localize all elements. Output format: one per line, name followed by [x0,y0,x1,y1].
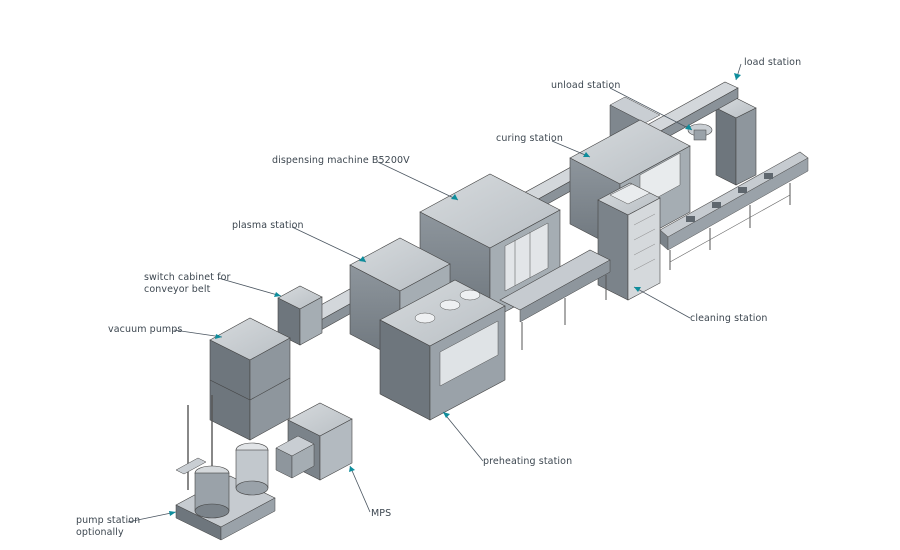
label-pump-station: pump station optionally [76,515,140,539]
leader-arrowheads [169,73,741,516]
label-preheating-station: preheating station [483,456,573,467]
label-mps: MPS [371,508,392,519]
label-unload-station: unload station [551,80,621,91]
pump-station-unit [175,395,276,541]
label-cleaning-station: cleaning station [690,313,768,324]
label-switch-cabinet: switch cabinet for conveyor belt [144,272,231,296]
leader-dispensing-machine [377,161,459,201]
leader-lines [127,63,742,523]
leader-plasma-station [291,226,367,263]
label-curing-station: curing station [496,133,563,144]
leader-vacuum-pumps [173,329,223,338]
label-switch-cabinet-line2: conveyor belt [144,284,211,295]
leader-cleaning-station [633,286,691,319]
leader-curing-station [551,140,591,158]
mps-unit [275,402,353,481]
label-pump-station-line1: pump station [76,515,141,526]
switch-cabinet [277,285,323,346]
label-switch-cabinet-line1: switch cabinet for [144,272,231,283]
label-plasma-station: plasma station [232,220,304,231]
leader-mps [349,465,371,513]
label-load-station: load station [744,57,802,68]
label-vacuum-pumps: vacuum pumps [108,324,183,335]
leader-pump-station [127,511,177,523]
preheating-module [379,279,506,421]
label-pump-station-line2: optionally [76,527,124,538]
leader-switch-cabinet [217,277,282,297]
leader-preheating-station [442,411,484,462]
label-dispensing-machine: dispensing machine B5200V [272,155,410,166]
cleaning-cabinet [597,182,661,301]
vacuum-pump-units [209,317,291,441]
main-conveyor [499,249,611,350]
leader-unload-station [609,87,693,131]
return-conveyor [659,151,809,270]
